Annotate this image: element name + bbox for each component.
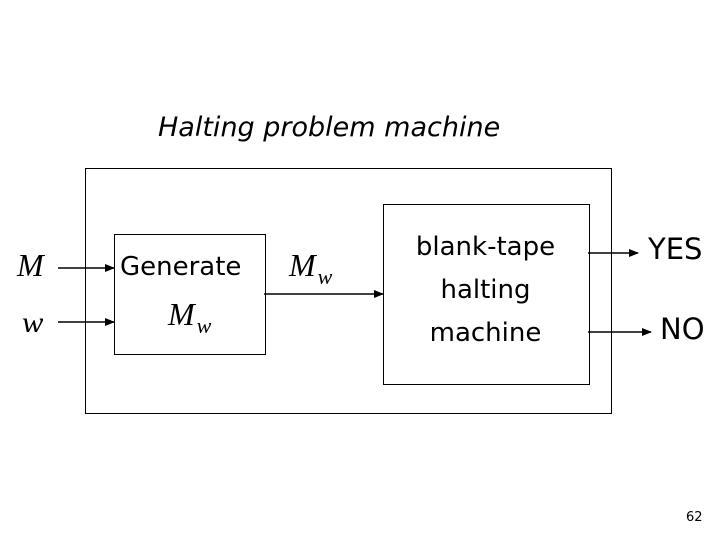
blank-tape-label: blank-tape halting machine bbox=[383, 226, 588, 355]
blank-tape-line3: machine bbox=[429, 318, 542, 348]
generate-box bbox=[114, 234, 266, 355]
output-no-label: NO bbox=[660, 312, 705, 346]
generate-label: Generate bbox=[120, 252, 242, 282]
generate-output-symbol: Mw bbox=[168, 296, 211, 338]
generate-output-subscript: w bbox=[196, 313, 212, 338]
slide-title: Halting problem machine bbox=[158, 112, 501, 143]
blank-tape-line2: halting bbox=[440, 275, 531, 305]
middle-m: M bbox=[289, 247, 316, 283]
output-yes-label: YES bbox=[648, 232, 703, 266]
blank-tape-halting-machine-box bbox=[383, 204, 590, 385]
page-number: 62 bbox=[686, 510, 703, 525]
blank-tape-line1: blank-tape bbox=[415, 232, 556, 262]
input-w-label: w bbox=[22, 304, 44, 332]
middle-subscript: w bbox=[317, 264, 333, 289]
middle-symbol: Mw bbox=[289, 247, 332, 289]
generate-output-m: M bbox=[168, 296, 195, 332]
input-m-label: M bbox=[17, 247, 44, 283]
